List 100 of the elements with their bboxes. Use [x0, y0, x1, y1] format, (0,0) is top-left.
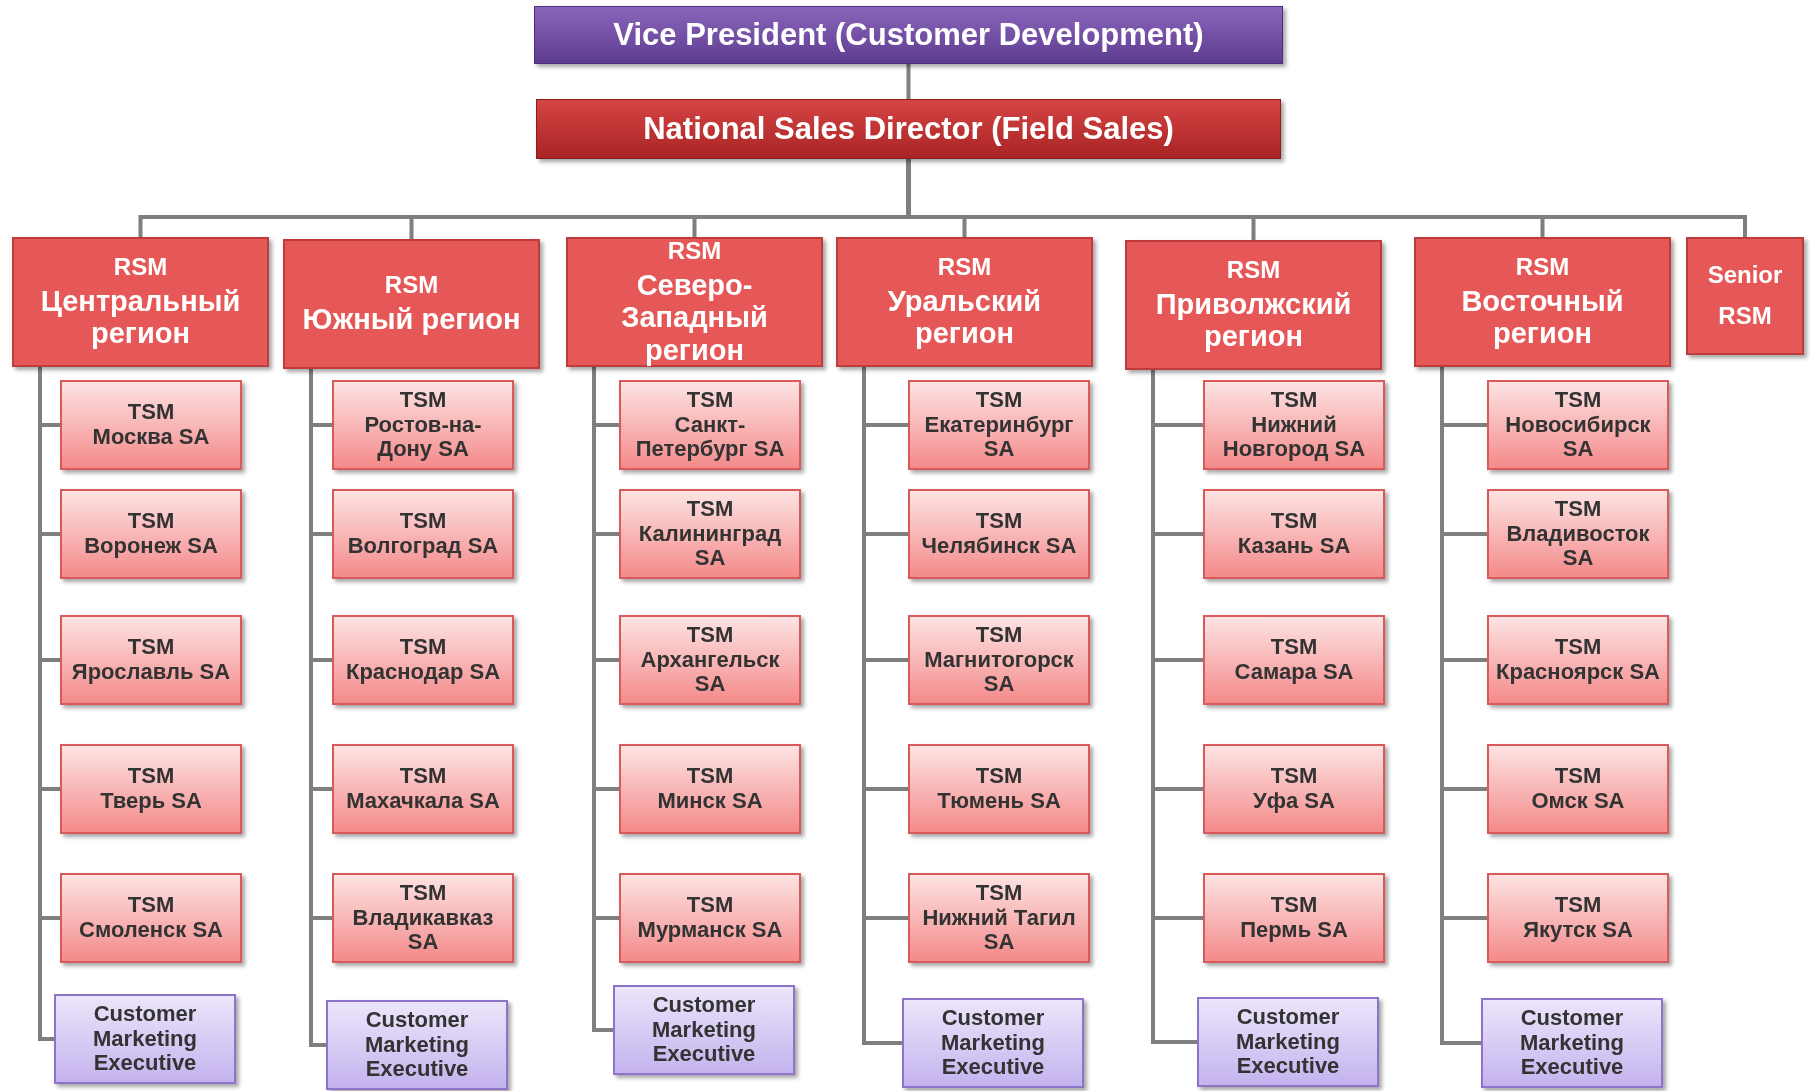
box-label: Москва SA — [92, 425, 210, 450]
territory-manager-box — [1203, 873, 1385, 963]
box-label: Приволжский регион — [1154, 287, 1353, 353]
role-label: TSM — [686, 623, 734, 648]
box-label: Мурманск SA — [637, 918, 783, 943]
box-label: Архангельск SA — [639, 647, 781, 697]
marketing-executive-box — [1481, 998, 1663, 1088]
box-label: Центральный регион — [39, 284, 242, 350]
box-label: Тверь SA — [100, 789, 202, 814]
territory-manager-box — [1203, 615, 1385, 705]
territory-manager-box — [908, 489, 1090, 579]
role-label: TSM — [1554, 764, 1602, 789]
role-label: TSM — [1554, 893, 1602, 918]
territory-manager-box — [1487, 744, 1669, 834]
role-label: TSM — [127, 764, 175, 789]
box-label: Якутск SA — [1523, 918, 1633, 943]
box-label: Челябинск SA — [921, 534, 1077, 559]
role-label: TSM — [975, 509, 1023, 534]
box-label: Махачкала SA — [346, 789, 500, 814]
territory-manager-box — [1487, 615, 1669, 705]
territory-manager-box — [1203, 744, 1385, 834]
territory-manager-box — [619, 380, 801, 470]
box-label: Красноярск SA — [1496, 660, 1660, 685]
territory-manager-box — [1487, 380, 1669, 470]
role-label: TSM — [127, 635, 175, 660]
role-label: TSM — [1554, 388, 1602, 413]
territory-manager-box — [1203, 380, 1385, 470]
box-label: Ростов-на-Дону SA — [363, 412, 483, 462]
role-label: RSM — [384, 272, 439, 300]
role-label: RSM — [1515, 254, 1570, 281]
role-label: RSM — [937, 254, 992, 281]
box-label: Тюмень SA — [937, 789, 1061, 814]
role-label: RSM — [1226, 257, 1281, 284]
box-label: Восточный регион — [1460, 284, 1625, 350]
box-label: Волгоград SA — [347, 534, 499, 559]
region-manager-box — [836, 237, 1093, 367]
role-label: TSM — [686, 764, 734, 789]
role-label: TSM — [686, 388, 734, 413]
territory-manager-box — [619, 615, 801, 705]
territory-manager-box — [332, 744, 514, 834]
territory-manager-box — [332, 873, 514, 963]
box-label: Senior RSM — [1706, 260, 1784, 331]
role-label: TSM — [127, 509, 175, 534]
box-label: Екатеринбург SA — [923, 412, 1075, 462]
role-label: TSM — [1554, 497, 1602, 522]
territory-manager-box — [908, 615, 1090, 705]
box-label: Vice President (Customer Development) — [613, 17, 1204, 53]
role-label: TSM — [399, 635, 447, 660]
territory-manager-box — [60, 380, 242, 470]
territory-manager-box — [619, 744, 801, 834]
role-label: RSM — [113, 254, 168, 281]
territory-manager-box — [60, 489, 242, 579]
marketing-executive-box — [326, 1000, 508, 1090]
box-label: Омск SA — [1531, 789, 1625, 814]
role-label: TSM — [1554, 635, 1602, 660]
role-label: TSM — [399, 388, 447, 413]
territory-manager-box — [908, 744, 1090, 834]
role-label: TSM — [399, 881, 447, 906]
role-label: TSM — [1270, 635, 1318, 660]
territory-manager-box — [619, 873, 801, 963]
region-manager-box — [566, 237, 823, 367]
territory-manager-box — [60, 744, 242, 834]
senior-manager-box — [1686, 237, 1804, 355]
director-box — [536, 99, 1281, 159]
role-label: TSM — [1270, 893, 1318, 918]
box-label: Владивосток SA — [1505, 521, 1651, 571]
box-label: Нижний Новгород SA — [1221, 412, 1367, 462]
territory-manager-box — [332, 615, 514, 705]
region-manager-box — [12, 237, 269, 367]
box-label: Customer Marketing Executive — [651, 993, 757, 1067]
box-label: Customer Marketing Executive — [1519, 1006, 1625, 1080]
box-label: Новосибирск SA — [1504, 412, 1652, 462]
box-label: Южный регион — [302, 303, 521, 336]
role-label: TSM — [1270, 764, 1318, 789]
marketing-executive-box — [902, 998, 1084, 1088]
box-label: Customer Marketing Executive — [92, 1002, 198, 1076]
box-label: Минск SA — [657, 789, 763, 814]
box-label: Customer Marketing Executive — [364, 1008, 470, 1082]
role-label: TSM — [1270, 509, 1318, 534]
box-label: Владикавказ SA — [351, 905, 495, 955]
marketing-executive-box — [1197, 997, 1379, 1087]
marketing-executive-box — [54, 994, 236, 1084]
box-label: Customer Marketing Executive — [1235, 1005, 1341, 1079]
box-label: Казань SA — [1237, 534, 1351, 559]
territory-manager-box — [1487, 873, 1669, 963]
role-label: TSM — [686, 893, 734, 918]
box-label: Калининград SA — [637, 521, 783, 571]
marketing-executive-box — [613, 985, 795, 1075]
box-label: Customer Marketing Executive — [940, 1006, 1046, 1080]
territory-manager-box — [332, 489, 514, 579]
box-label: Санкт-Петербург SA — [634, 412, 786, 462]
role-label: TSM — [127, 400, 175, 425]
box-label: Воронеж SA — [84, 534, 218, 559]
role-label: TSM — [127, 893, 175, 918]
territory-manager-box — [619, 489, 801, 579]
territory-manager-box — [1203, 489, 1385, 579]
box-label: National Sales Director (Field Sales) — [643, 111, 1174, 147]
role-label: TSM — [975, 388, 1023, 413]
territory-manager-box — [1487, 489, 1669, 579]
role-label: TSM — [399, 509, 447, 534]
